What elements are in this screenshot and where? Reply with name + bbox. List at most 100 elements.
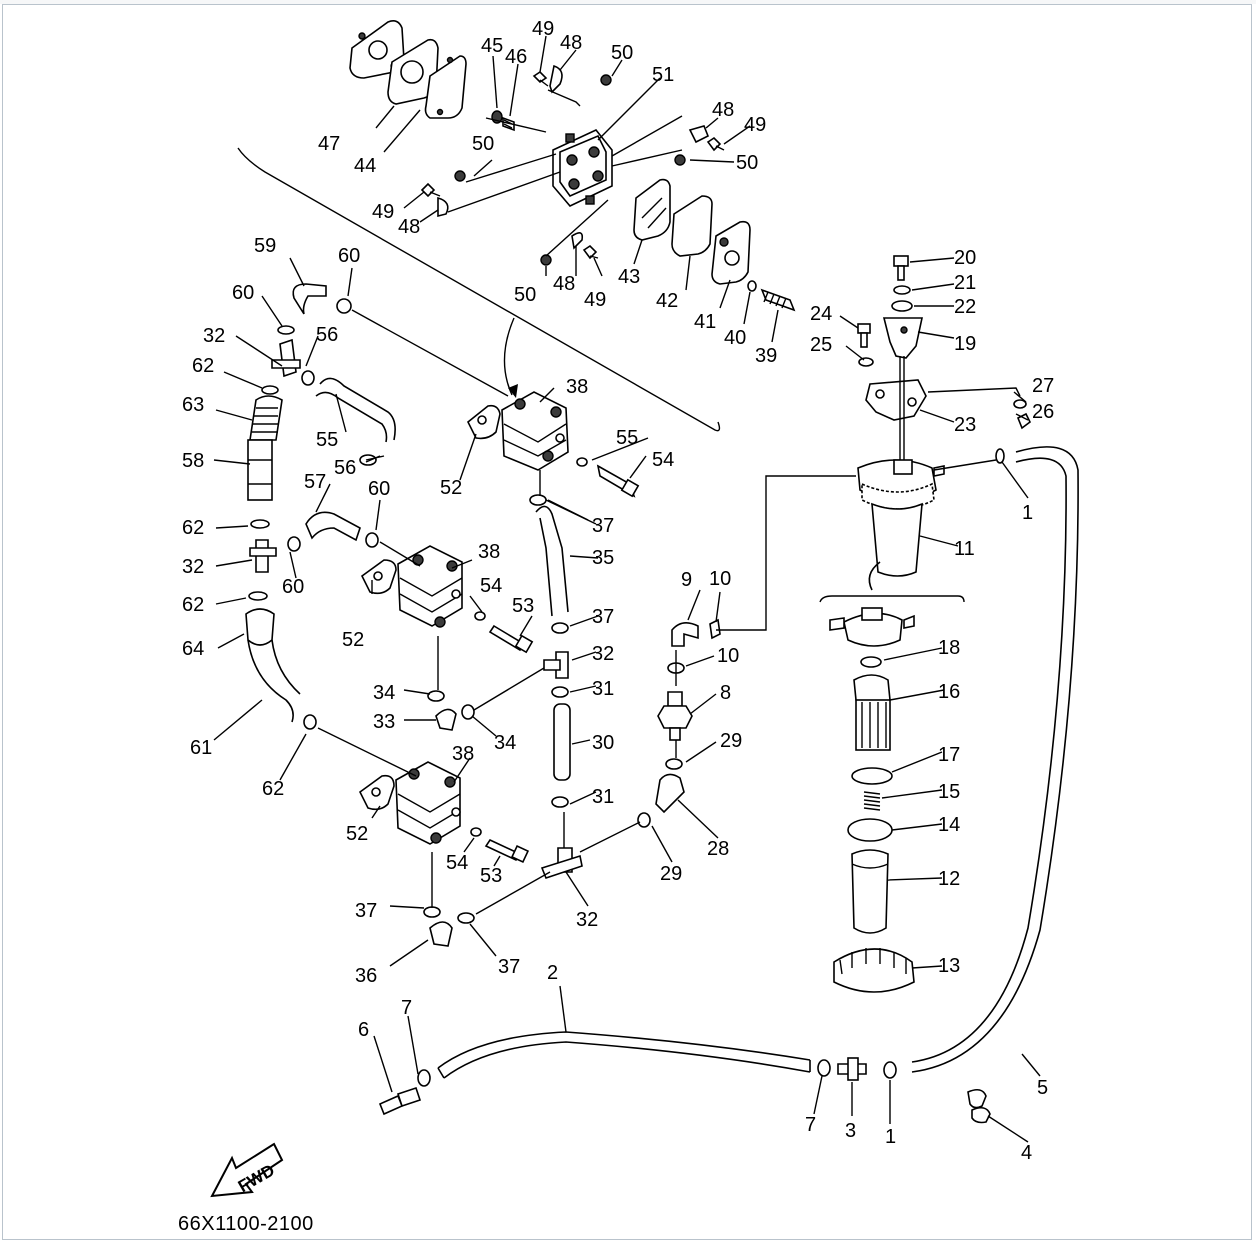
bolts-and-washers xyxy=(470,457,640,864)
callout-55: 55 xyxy=(616,427,638,449)
pump-38-top xyxy=(466,391,569,471)
callout-34: 34 xyxy=(373,682,395,704)
callout-47: 47 xyxy=(318,133,340,155)
callout-64: 64 xyxy=(182,638,204,660)
callout-38: 38 xyxy=(566,376,588,398)
top-pump-lines xyxy=(447,89,683,257)
callout-60: 60 xyxy=(338,245,360,267)
callout-62: 62 xyxy=(182,517,204,539)
pump-38-bottom xyxy=(358,761,461,845)
o-ring-18 xyxy=(860,656,882,668)
washer-21 xyxy=(893,285,911,295)
callout-38: 38 xyxy=(478,541,500,563)
callout-37: 37 xyxy=(592,606,614,628)
o-ring-14 xyxy=(847,818,893,842)
callout-3: 3 xyxy=(845,1120,856,1142)
callout-37: 37 xyxy=(498,956,520,978)
bolt-26 xyxy=(1016,412,1032,430)
callout-28: 28 xyxy=(707,838,729,860)
callout-44: 44 xyxy=(354,155,376,177)
callout-62: 62 xyxy=(192,355,214,377)
hose-55 xyxy=(315,377,396,443)
section-divider xyxy=(237,147,721,432)
callout-48: 48 xyxy=(560,32,582,54)
bolt-24-washer-25 xyxy=(857,323,874,367)
callout-37: 37 xyxy=(355,900,377,922)
callout-9: 9 xyxy=(681,569,692,591)
bracket-23 xyxy=(865,379,927,421)
callout-labels: 1 1 2 3 4 5 6 7 7 8 9 10 10 11 12 13 14 … xyxy=(182,18,1054,1164)
callout-50: 50 xyxy=(611,42,633,64)
plates-43-42-41 xyxy=(633,178,796,312)
callout-48: 48 xyxy=(712,99,734,121)
filter-assembly-11 xyxy=(857,459,945,577)
callout-26: 26 xyxy=(1032,401,1054,423)
fittings-32-33-34 xyxy=(429,651,583,947)
callout-62: 62 xyxy=(262,778,284,800)
callout-8: 8 xyxy=(720,682,731,704)
callout-24: 24 xyxy=(810,303,832,325)
callout-50: 50 xyxy=(472,133,494,155)
callout-11: 11 xyxy=(954,538,975,560)
pump-38-mid xyxy=(360,545,463,628)
diagram-frame xyxy=(2,4,1252,1240)
callout-30: 30 xyxy=(592,732,614,754)
callout-1: 1 xyxy=(885,1126,896,1148)
callout-60: 60 xyxy=(282,576,304,598)
callout-21: 21 xyxy=(954,272,976,294)
callout-34: 34 xyxy=(494,732,516,754)
callout-18: 18 xyxy=(938,637,960,659)
callout-63: 63 xyxy=(182,394,204,416)
callout-32: 32 xyxy=(592,643,614,665)
hose-2 xyxy=(437,1031,811,1079)
bottom-fittings xyxy=(378,1057,991,1124)
callout-20: 20 xyxy=(954,247,976,269)
callout-62: 62 xyxy=(182,594,204,616)
callout-32: 32 xyxy=(203,325,225,347)
callout-60: 60 xyxy=(232,282,254,304)
clamps xyxy=(287,298,685,924)
header-strip xyxy=(0,0,1256,4)
callout-46: 46 xyxy=(505,46,527,68)
washer-27 xyxy=(1013,399,1027,409)
callout-37: 37 xyxy=(592,515,614,537)
hose-30 xyxy=(553,703,571,781)
callout-53: 53 xyxy=(480,865,502,887)
spring-15 xyxy=(863,791,881,811)
callout-29: 29 xyxy=(660,863,682,885)
callout-56: 56 xyxy=(316,324,338,346)
callout-48: 48 xyxy=(553,273,575,295)
callout-1: 1 xyxy=(1022,502,1033,524)
hose-35 xyxy=(535,505,569,617)
callout-12: 12 xyxy=(938,868,960,890)
callout-52: 52 xyxy=(346,823,368,845)
callout-31: 31 xyxy=(592,786,614,808)
callout-7: 7 xyxy=(805,1114,816,1136)
callout-40: 40 xyxy=(724,327,746,349)
section-arrow-head xyxy=(508,384,518,398)
callout-54: 54 xyxy=(480,575,502,597)
right-fittings-8-9-28 xyxy=(655,618,721,814)
bracket-19 xyxy=(882,317,923,359)
hose-57 xyxy=(305,511,361,542)
callout-4: 4 xyxy=(1021,1142,1032,1164)
callout-29: 29 xyxy=(720,730,742,752)
callout-10: 10 xyxy=(709,568,731,590)
callout-25: 25 xyxy=(810,334,832,356)
ring-nut-13 xyxy=(833,948,915,993)
callout-35: 35 xyxy=(592,547,614,569)
callout-59: 59 xyxy=(254,235,276,257)
callout-50: 50 xyxy=(736,152,758,174)
callout-2: 2 xyxy=(547,962,558,984)
callout-54: 54 xyxy=(446,852,468,874)
callout-14: 14 xyxy=(938,814,960,836)
drawing-code: 66X1100-2100 xyxy=(178,1213,314,1235)
cup-12 xyxy=(851,849,889,934)
section-arrow xyxy=(503,317,515,396)
callout-32: 32 xyxy=(576,909,598,931)
callout-23: 23 xyxy=(954,414,976,436)
callout-19: 19 xyxy=(954,333,976,355)
pump-body-51 xyxy=(552,129,613,207)
callout-22: 22 xyxy=(954,296,976,318)
